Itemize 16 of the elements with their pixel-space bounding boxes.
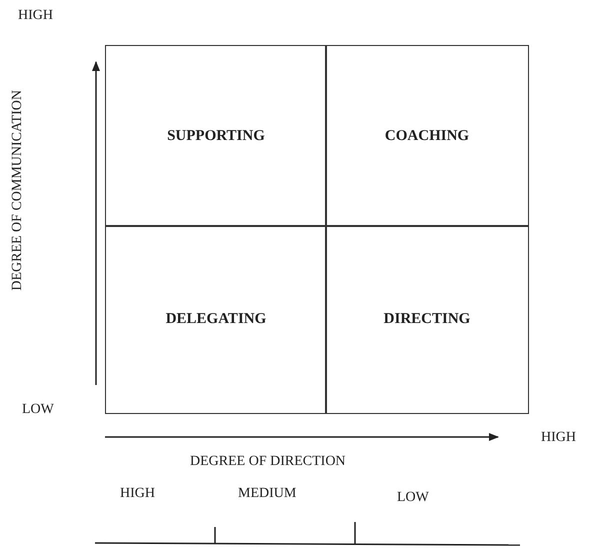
quadrant-label: DELEGATING xyxy=(166,311,266,328)
axis-end-label: LOW xyxy=(22,402,54,418)
scale-label: LOW xyxy=(397,490,429,506)
axis-title: DEGREE OF COMMUNICATION xyxy=(10,90,26,291)
axis-end-label: HIGH xyxy=(18,8,53,24)
quadrant-box xyxy=(105,45,327,227)
quadrant-box xyxy=(325,225,529,414)
axis-title: DEGREE OF DIRECTION xyxy=(190,454,346,470)
quadrant-box xyxy=(105,225,327,414)
scale-label: MEDIUM xyxy=(238,486,296,502)
quadrant-label: SUPPORTING xyxy=(167,128,265,144)
quadrant-label: DIRECTING xyxy=(384,311,470,328)
axis-end-label: HIGH xyxy=(541,430,576,446)
quadrant-label: COACHING xyxy=(384,128,470,144)
quadrant-box xyxy=(325,45,529,227)
scale-label: HIGH xyxy=(120,486,155,502)
